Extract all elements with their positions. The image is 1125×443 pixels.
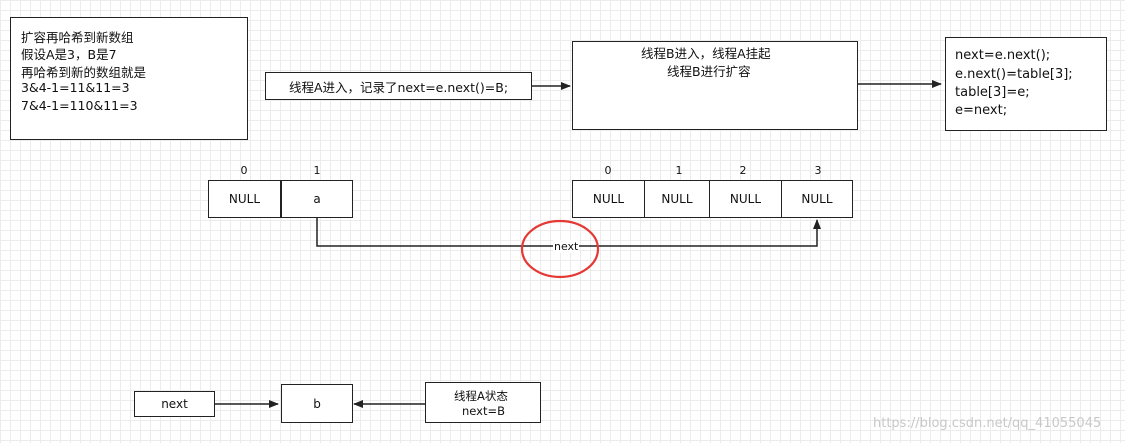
old-table-cell-0: NULL	[208, 180, 281, 218]
thread-b-line-1: 线程B进入，线程A挂起	[641, 46, 771, 61]
thread-b-line-2: 线程B进行扩容	[667, 64, 751, 79]
highlight-ellipse	[520, 219, 600, 279]
old-table-cell-1: a	[281, 180, 353, 218]
thread-a-text: 线程A进入，记录了next=e.next()=B;	[288, 79, 509, 95]
code-line-3: table[3]=e;	[955, 85, 1030, 100]
next-pointer-label: next	[161, 397, 188, 411]
note-line-1: 扩容再哈希到新数组	[21, 30, 134, 45]
note-line-3: 再哈希到新的数组就是	[21, 65, 147, 80]
node-b-box: b	[281, 384, 353, 423]
thread-a-box: 线程A进入，记录了next=e.next()=B;	[265, 72, 532, 100]
new-table-cell-1: NULL	[644, 180, 710, 218]
new-table-cell-2: NULL	[709, 180, 782, 218]
new-table-index-3: 3	[814, 164, 822, 177]
watermark-text: https://blog.csdn.net/qq_41055045	[873, 416, 1102, 431]
note-line-2: 假设A是3，B是7	[21, 47, 117, 62]
new-table-index-1: 1	[675, 164, 683, 177]
new-table-index-2: 2	[739, 164, 747, 177]
new-table-index-0: 0	[604, 164, 612, 177]
state-line-2: next=B	[462, 404, 506, 418]
new-table-cell-3: NULL	[781, 180, 853, 218]
code-line-1: next=e.next();	[955, 48, 1051, 63]
note-box: 扩容再哈希到新数组 假设A是3，B是7 再哈希到新的数组就是 3&4-1=11&…	[10, 17, 248, 140]
node-b-label: b	[313, 396, 321, 411]
next-pointer-box: next	[134, 391, 215, 417]
code-box: next=e.next(); e.next()=table[3]; table[…	[945, 37, 1107, 131]
state-line-1: 线程A状态	[454, 389, 508, 403]
note-line-4: 3&4-1=11&11=3	[21, 80, 130, 95]
code-line-4: e=next;	[955, 103, 1008, 118]
thread-a-state-box: 线程A状态 next=B	[425, 382, 541, 423]
old-table-index-0: 0	[240, 164, 248, 177]
link-label: next	[553, 240, 580, 253]
thread-b-box: 线程B进入，线程A挂起 线程B进行扩容	[572, 41, 858, 130]
note-line-5: 7&4-1=110&11=3	[21, 98, 138, 113]
old-table-index-1: 1	[313, 164, 321, 177]
code-line-2: e.next()=table[3];	[955, 67, 1073, 82]
new-table-cell-0: NULL	[572, 180, 645, 218]
